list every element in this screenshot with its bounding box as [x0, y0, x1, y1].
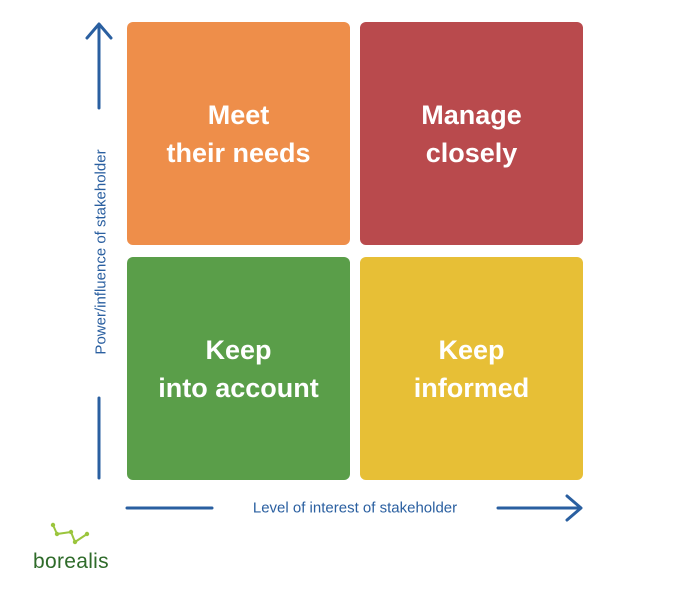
quadrant-meet-their-needs: Meet their needs: [127, 22, 350, 245]
constellation-icon: [50, 522, 90, 545]
quadrant-title-line-1: Meet: [207, 99, 270, 130]
borealis-logo: borealis: [33, 522, 123, 582]
quadrant-keep-into-account: Keep into account: [127, 257, 350, 480]
quadrant-title-line-1: Manage: [421, 99, 522, 130]
x-axis-label: Level of interest of stakeholder: [252, 499, 458, 517]
quadrant-title-line-1: Keep: [205, 334, 272, 365]
y-axis-arrowhead-icon: [85, 22, 113, 40]
quadrant-keep-informed: Keep informed: [360, 257, 583, 480]
y-axis-label: Power/influence of stakeholder: [92, 149, 110, 355]
quadrant-title-line-1: Keep: [438, 334, 505, 365]
quadrant-title-line-2: informed: [413, 372, 530, 403]
logo-wordmark: borealis: [33, 550, 109, 573]
quadrant-title-line-2: closely: [425, 137, 518, 168]
x-axis-arrowhead-icon: [565, 494, 583, 522]
quadrant-title-line-2: into account: [158, 372, 319, 403]
quadrant-manage-closely: Manage closely: [360, 22, 583, 245]
quadrant-title-line-2: their needs: [166, 137, 311, 168]
